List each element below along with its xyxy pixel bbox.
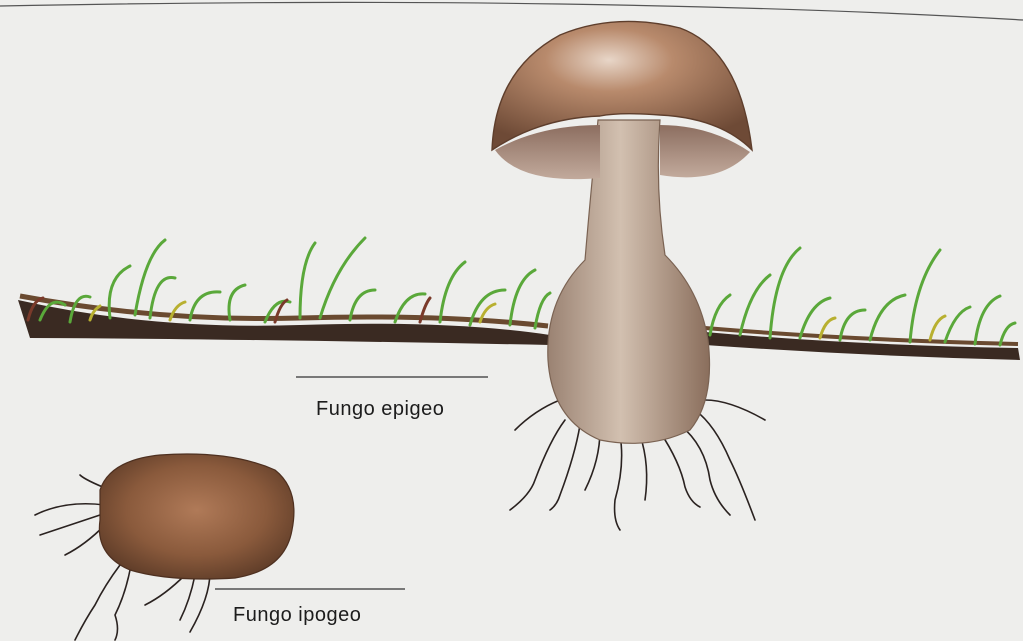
label-epigeous-fungus: Fungo epigeo [316,398,444,421]
truffle-body [99,454,294,579]
ground-right [705,328,1020,360]
grass-left [40,238,550,328]
top-edge-line [0,2,1023,20]
label-hypogeous-fungus: Fungo ipogeo [233,604,361,627]
